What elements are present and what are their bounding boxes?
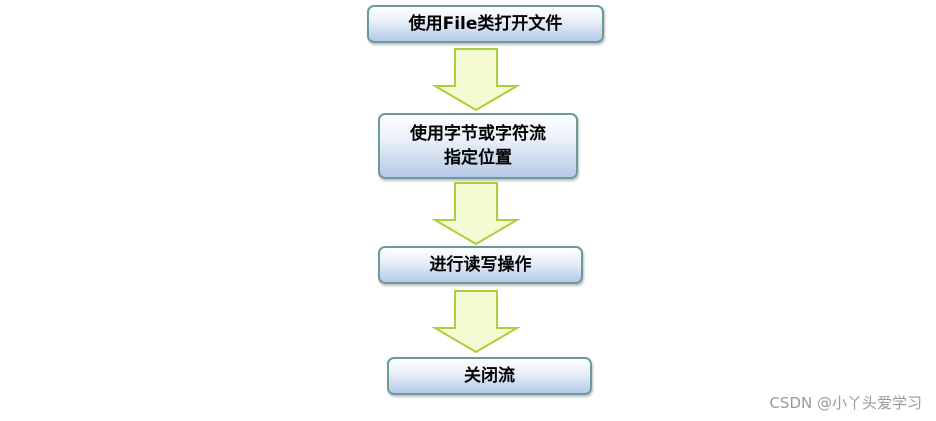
arrow-down-2 xyxy=(431,182,521,246)
step-close-stream-label: 关闭流 xyxy=(464,366,515,386)
step-close-stream: 关闭流 xyxy=(387,357,592,395)
step-open-file-label: 使用File类打开文件 xyxy=(408,14,563,34)
arrow-down-1 xyxy=(431,48,521,112)
watermark: CSDN @小丫头爱学习 xyxy=(769,394,922,412)
step-read-write: 进行读写操作 xyxy=(378,246,583,284)
step-stream-position-line2: 指定位置 xyxy=(444,148,512,168)
step-read-write-label: 进行读写操作 xyxy=(429,255,532,275)
arrow-down-3 xyxy=(431,290,521,354)
step-open-file: 使用File类打开文件 xyxy=(367,5,604,43)
step-stream-position: 使用字节或字符流 指定位置 xyxy=(378,113,578,179)
step-stream-position-line1: 使用字节或字符流 xyxy=(410,124,546,144)
